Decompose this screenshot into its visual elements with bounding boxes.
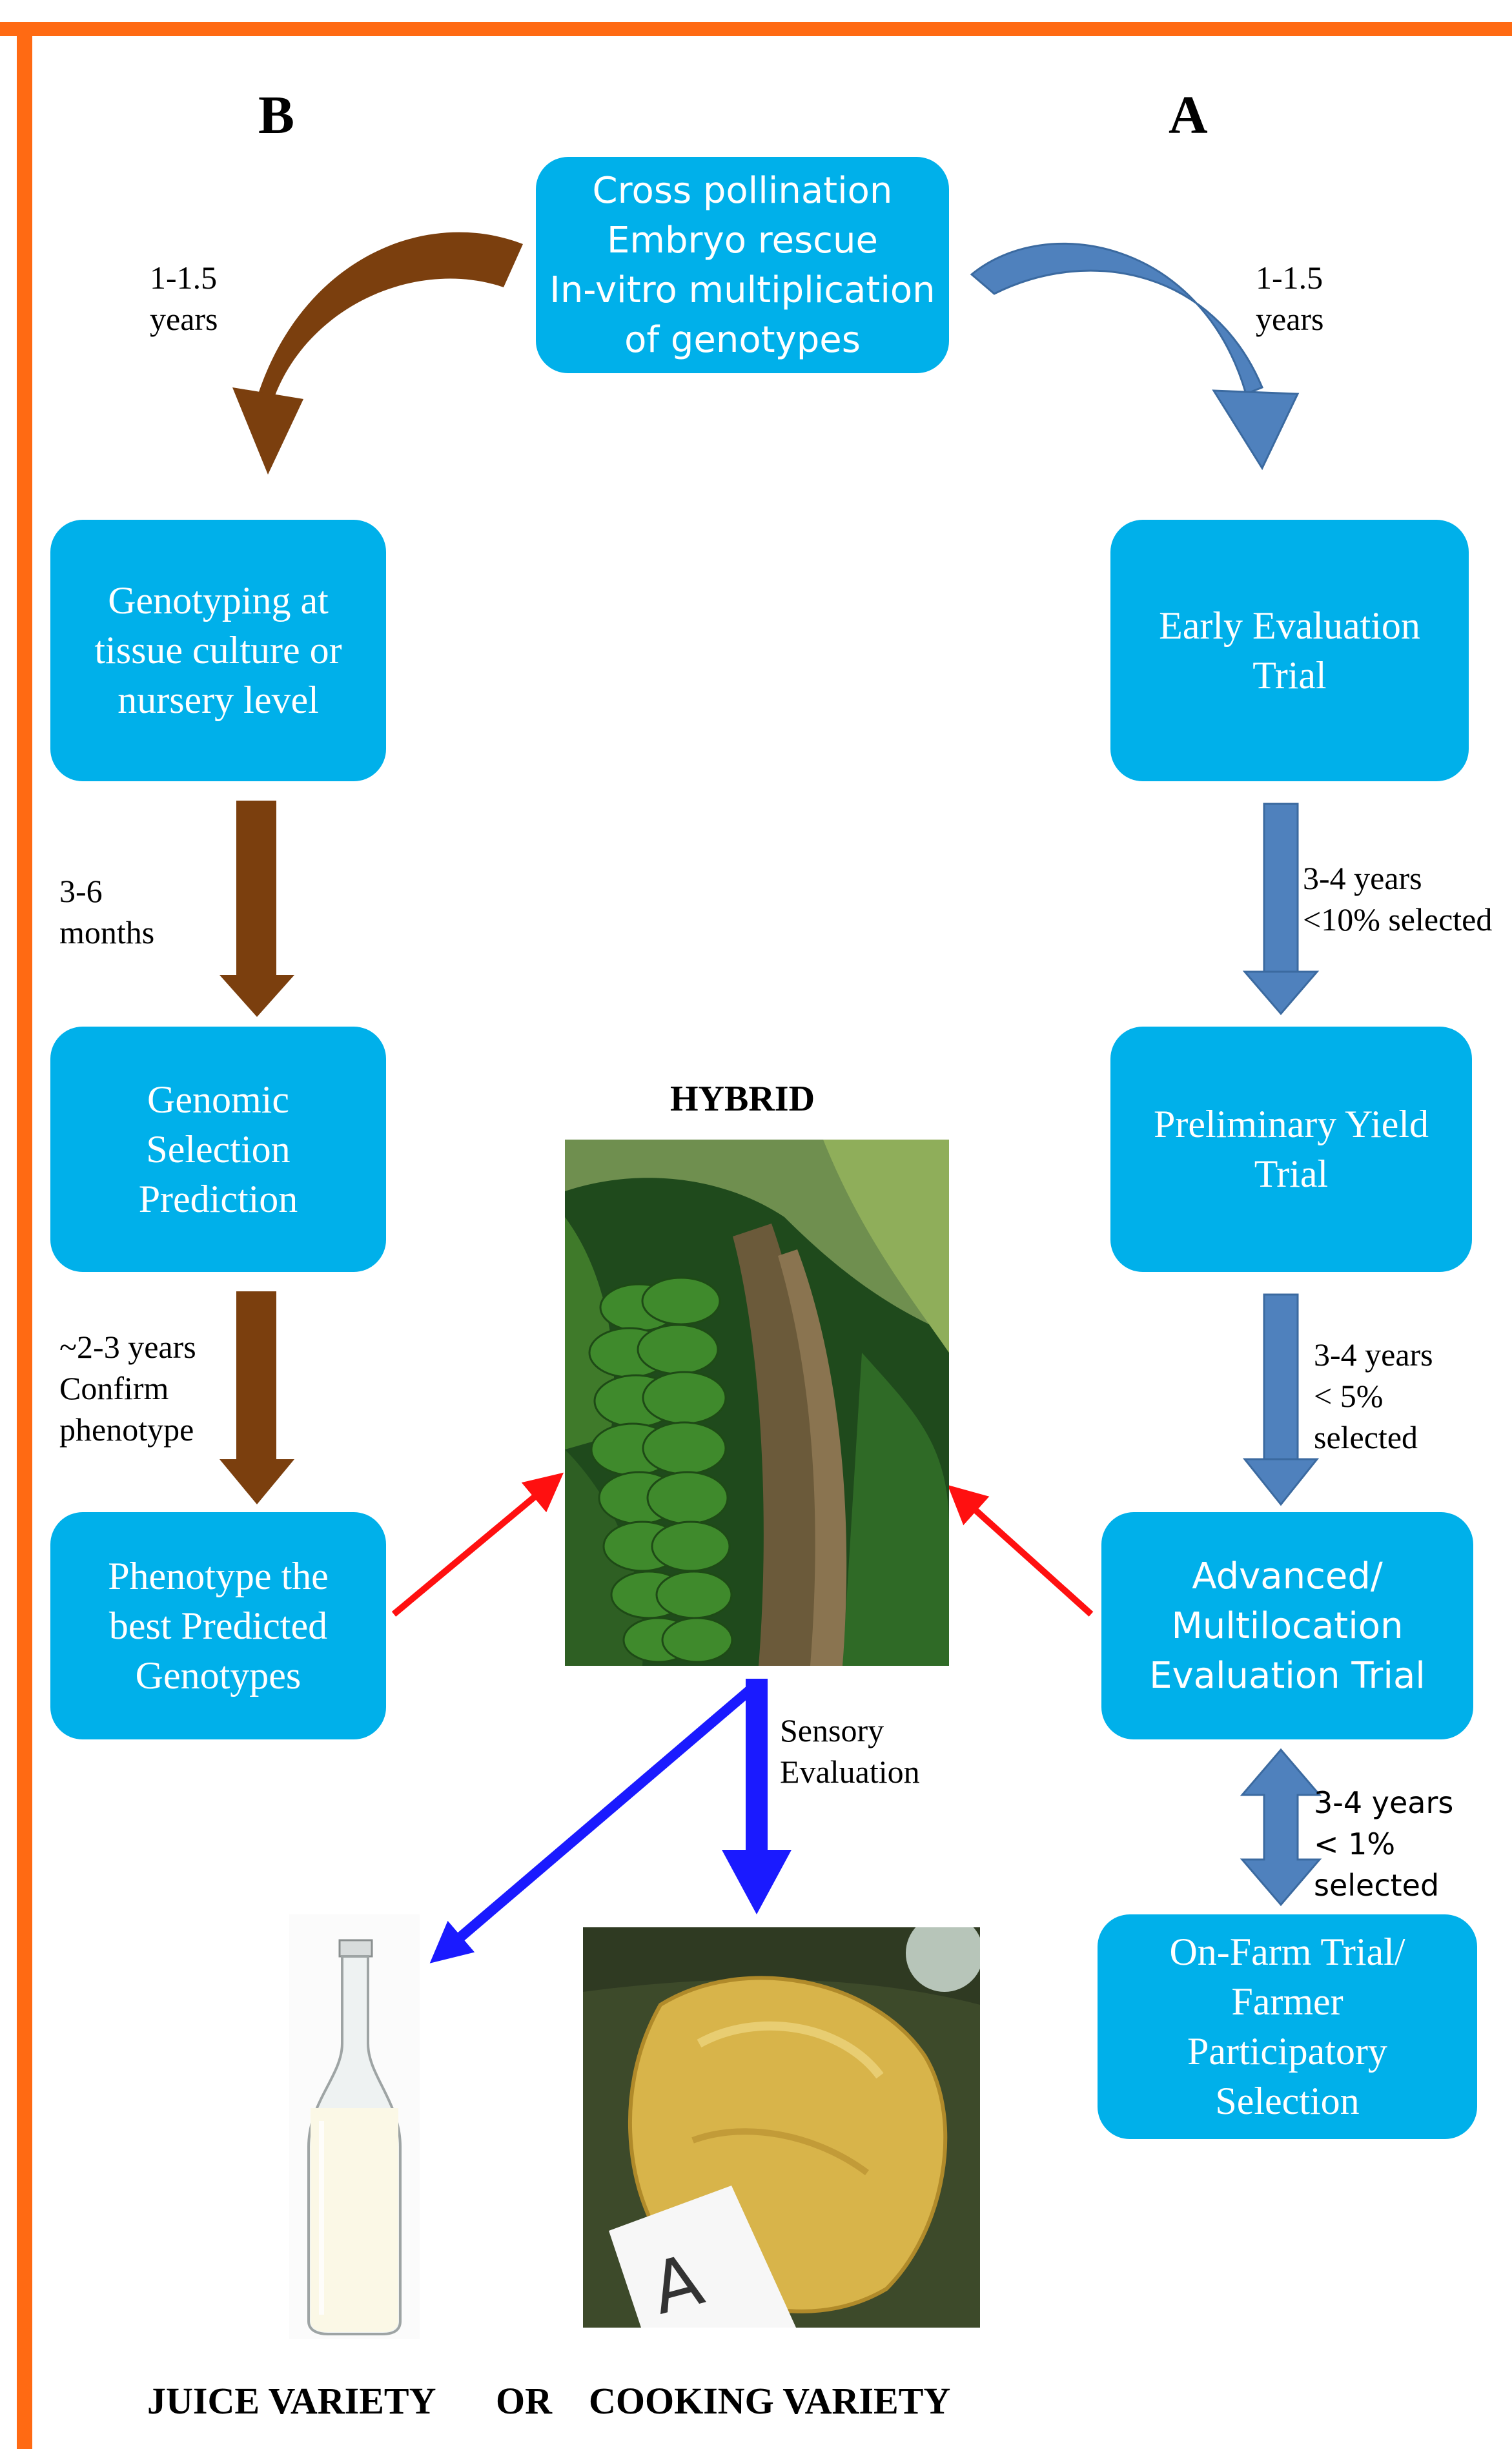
label-b-2: ~2-3 years Confirm phenotype — [59, 1329, 196, 1448]
cooked-banana-image: A — [583, 1927, 980, 2328]
red-arrow-left — [391, 1472, 564, 1617]
genomic-selection-box: Genomic Selection Prediction — [50, 1027, 386, 1272]
blue-arrow-juice — [429, 1682, 758, 1963]
juice-bottle-photo — [289, 1914, 420, 2339]
label-b-1: 3-6 months — [59, 873, 155, 950]
arrow-b-2 — [220, 1291, 294, 1504]
phenotype-box: Phenotype the best Predicted Genotypes — [50, 1512, 386, 1739]
blue-arrow-cooking — [722, 1679, 792, 1914]
curved-arrow-b — [232, 232, 523, 475]
early-evaluation-box: Early Evaluation Trial — [1110, 520, 1469, 781]
cooking-banana-photo: A — [583, 1927, 980, 2328]
juice-variety-label: JUICE VARIETY — [147, 2380, 436, 2422]
sensory-evaluation-label: Sensory Evaluation — [780, 1712, 920, 1790]
curved-arrow-a — [970, 243, 1300, 471]
label-a-1: 3-4 years <10% selected — [1303, 860, 1493, 938]
banana-plant-image — [565, 1140, 949, 1666]
advanced-trial-box: Advanced/ Multilocation Evaluation Trial — [1101, 1512, 1473, 1739]
or-label: OR — [496, 2380, 552, 2422]
on-farm-trial-box: On-Farm Trial/ Farmer Participatory Sele… — [1098, 1914, 1477, 2139]
juice-bottle-image — [289, 1914, 420, 2339]
banana-hybrid-photo — [565, 1140, 949, 1666]
arrow-a-3-double — [1240, 1748, 1322, 1907]
arrow-b-1 — [220, 801, 294, 1017]
label-a-2: 3-4 years < 5% selected — [1314, 1337, 1433, 1455]
label-a-top: 1-1.5 years — [1256, 260, 1324, 337]
frame-left-border — [17, 22, 32, 2449]
label-a-3: 3-4 years < 1% selected — [1314, 1785, 1454, 1903]
preliminary-yield-box: Preliminary Yield Trial — [1110, 1027, 1472, 1272]
arrow-a-2 — [1242, 1293, 1320, 1506]
pathway-a-header: A — [1169, 85, 1208, 145]
genotyping-box: Genotyping at tissue culture or nursery … — [50, 520, 386, 781]
hybrid-title: HYBRID — [670, 1079, 815, 1119]
cooking-variety-label: COOKING VARIETY — [589, 2380, 951, 2422]
red-arrow-right — [947, 1484, 1094, 1617]
label-b-top: 1-1.5 years — [150, 260, 218, 337]
top-process-box: Cross pollination Embryo rescue In-vitro… — [536, 157, 949, 373]
frame-top-border — [0, 22, 1512, 36]
pathway-b-header: B — [258, 85, 295, 145]
arrow-a-1 — [1242, 803, 1320, 1016]
